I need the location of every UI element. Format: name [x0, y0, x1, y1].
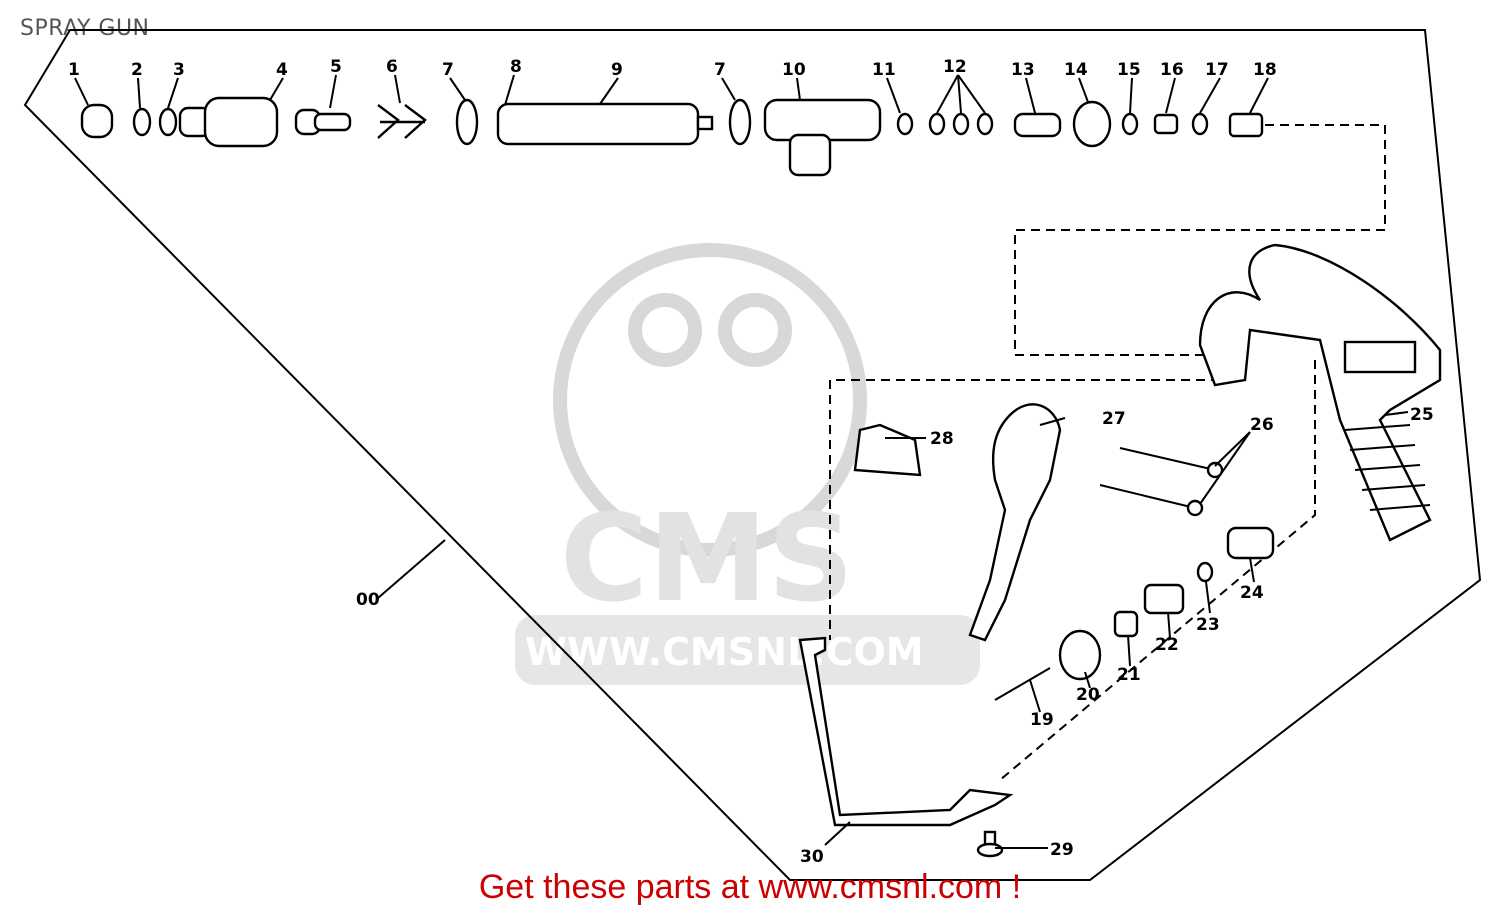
assembly-frame [23, 29, 1482, 881]
callout-16: 16 [1160, 60, 1184, 80]
callout-28: 28 [930, 429, 954, 449]
callout-14: 14 [1064, 60, 1088, 80]
screw-part-29 [976, 830, 1004, 858]
callout-19: 19 [1030, 710, 1054, 730]
callout-3: 3 [173, 60, 185, 80]
callout-17: 17 [1205, 60, 1229, 80]
callout-labels: 1 2 3 4 5 6 7 8 9 7 10 11 12 13 14 15 16… [68, 57, 1434, 867]
dashed-connector-grip [999, 360, 1316, 781]
callout-21: 21 [1117, 665, 1141, 685]
valve-parts-19-24 [994, 526, 1275, 701]
pins-part-26 [1099, 447, 1224, 517]
callout-30: 30 [800, 847, 824, 867]
top-row-parts [80, 96, 1264, 177]
callout-10: 10 [782, 60, 806, 80]
callout-assembly-00: 00 [356, 590, 380, 610]
callout-22: 22 [1155, 635, 1179, 655]
trigger-part-27 [968, 403, 1062, 642]
gun-body-part-25 [1198, 243, 1442, 542]
rod-part-30 [798, 636, 1014, 827]
callout-25: 25 [1410, 405, 1434, 425]
leader-lines [74, 74, 1409, 849]
callout-1: 1 [68, 60, 80, 80]
callout-6: 6 [386, 57, 398, 77]
callout-24: 24 [1240, 583, 1264, 603]
callout-7b: 7 [714, 60, 726, 80]
watermark-url: WWW.CMSNL.COM [525, 630, 924, 674]
callout-18: 18 [1253, 60, 1277, 80]
footer-link-text[interactable]: Get these parts at www.cmsnl.com ! [478, 868, 1022, 906]
callout-26: 26 [1250, 415, 1274, 435]
callout-2: 2 [131, 60, 143, 80]
callout-7a: 7 [442, 60, 454, 80]
cms-watermark: CMS WWW.CMSNL.COM [515, 243, 980, 685]
callout-12: 12 [943, 57, 967, 77]
callout-4: 4 [276, 60, 288, 80]
callout-13: 13 [1011, 60, 1035, 80]
callout-8: 8 [510, 57, 522, 77]
callout-11: 11 [872, 60, 896, 80]
callout-9: 9 [611, 60, 623, 80]
callout-15: 15 [1117, 60, 1141, 80]
dashed-connector-top [1014, 124, 1386, 356]
diagram-title: SPRAY GUN [20, 16, 150, 41]
watermark-brand: CMS [560, 490, 854, 629]
callout-20: 20 [1076, 685, 1100, 705]
callout-27: 27 [1102, 409, 1126, 429]
bracket-part-28 [853, 423, 922, 477]
callout-23: 23 [1196, 615, 1220, 635]
callout-29: 29 [1050, 840, 1074, 860]
callout-5: 5 [330, 57, 342, 77]
